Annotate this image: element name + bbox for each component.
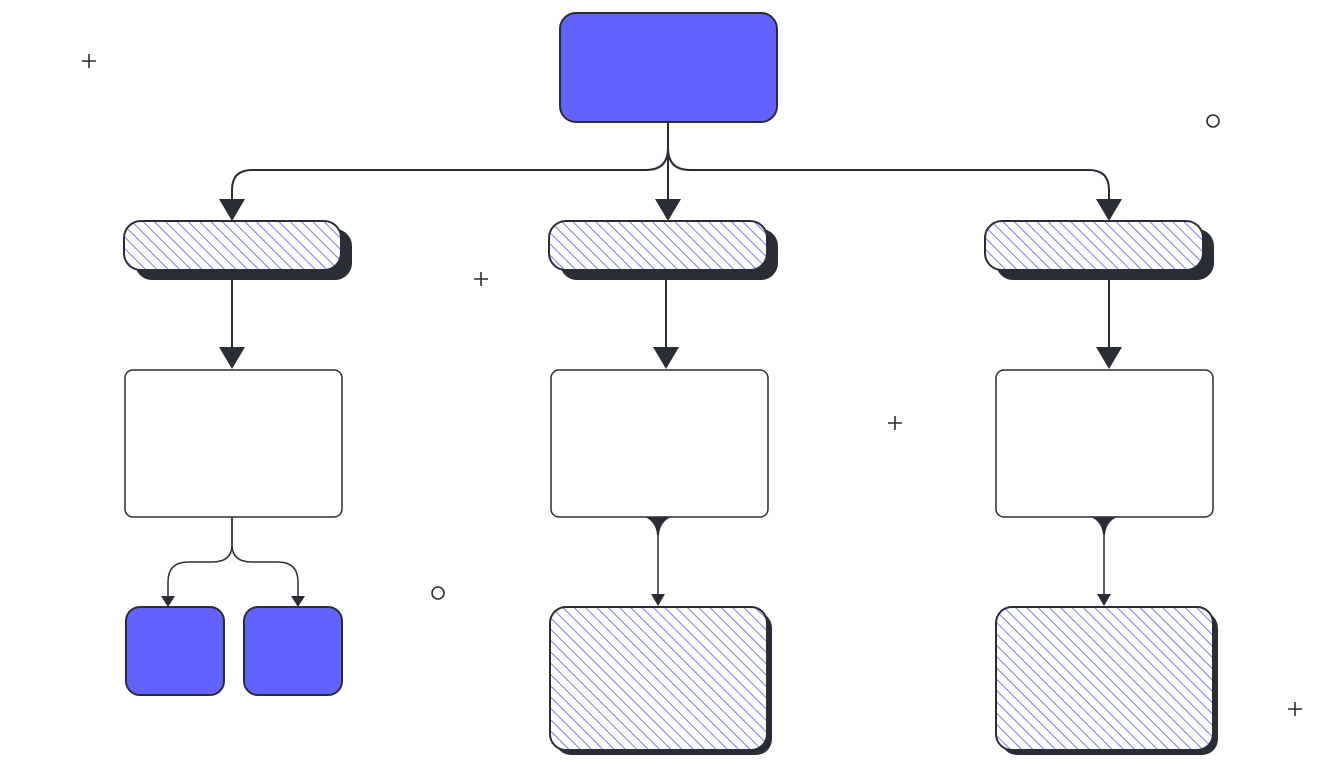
branch-right-node[interactable] [984,220,1214,280]
edge-root-branch-right [667,122,1110,202]
arrowhead-icon [651,594,665,606]
plus-icon [474,272,488,286]
edges-branches-to-cards [231,280,1110,350]
branch-middle-node[interactable] [548,220,778,280]
leaf-left-b-node[interactable] [243,606,343,696]
plus-icon [888,416,902,430]
arrowhead-icon [291,596,305,607]
decorations [82,54,1302,716]
leaf-right-box [995,606,1214,751]
connector-joint-icon [1091,517,1117,535]
plus-icon [1288,702,1302,716]
edges-cards-to-leaves [167,517,1105,597]
arrowhead-icon [655,199,681,221]
card-middle-node[interactable] [550,369,769,518]
arrowhead-icon [161,596,175,607]
edge-card-left-leaf-b [231,517,299,597]
arrowheads-middle [219,347,1122,369]
edge-root-branch-left [231,122,669,202]
edge-start-blobs [645,517,1117,535]
arrowheads-bottom [161,594,1111,607]
arrowhead-icon [219,199,245,221]
arrowhead-icon [653,347,679,369]
arrowhead-icon [1097,594,1111,606]
leaf-middle-node[interactable] [549,606,772,755]
card-right-node[interactable] [995,369,1214,518]
branch-left-pill [123,220,342,271]
arrowhead-icon [1096,199,1122,221]
branch-left-node[interactable] [123,220,352,280]
leaf-middle-box [549,606,768,751]
branch-middle-pill [548,220,768,271]
root-node[interactable] [559,12,778,123]
circle-icon [431,586,445,600]
connector-joint-icon [645,517,671,535]
card-left-node[interactable] [124,369,343,518]
leaf-left-a-node[interactable] [125,606,225,696]
arrowhead-icon [1096,347,1122,369]
edges-root-to-branches [231,122,1110,202]
circle-icon [1206,114,1220,128]
arrowhead-icon [219,347,245,369]
edge-card-left-leaf-a [167,517,233,597]
arrowheads-top [219,199,1122,221]
leaf-right-node[interactable] [995,606,1218,755]
branch-right-pill [984,220,1204,271]
plus-icon [82,54,96,68]
